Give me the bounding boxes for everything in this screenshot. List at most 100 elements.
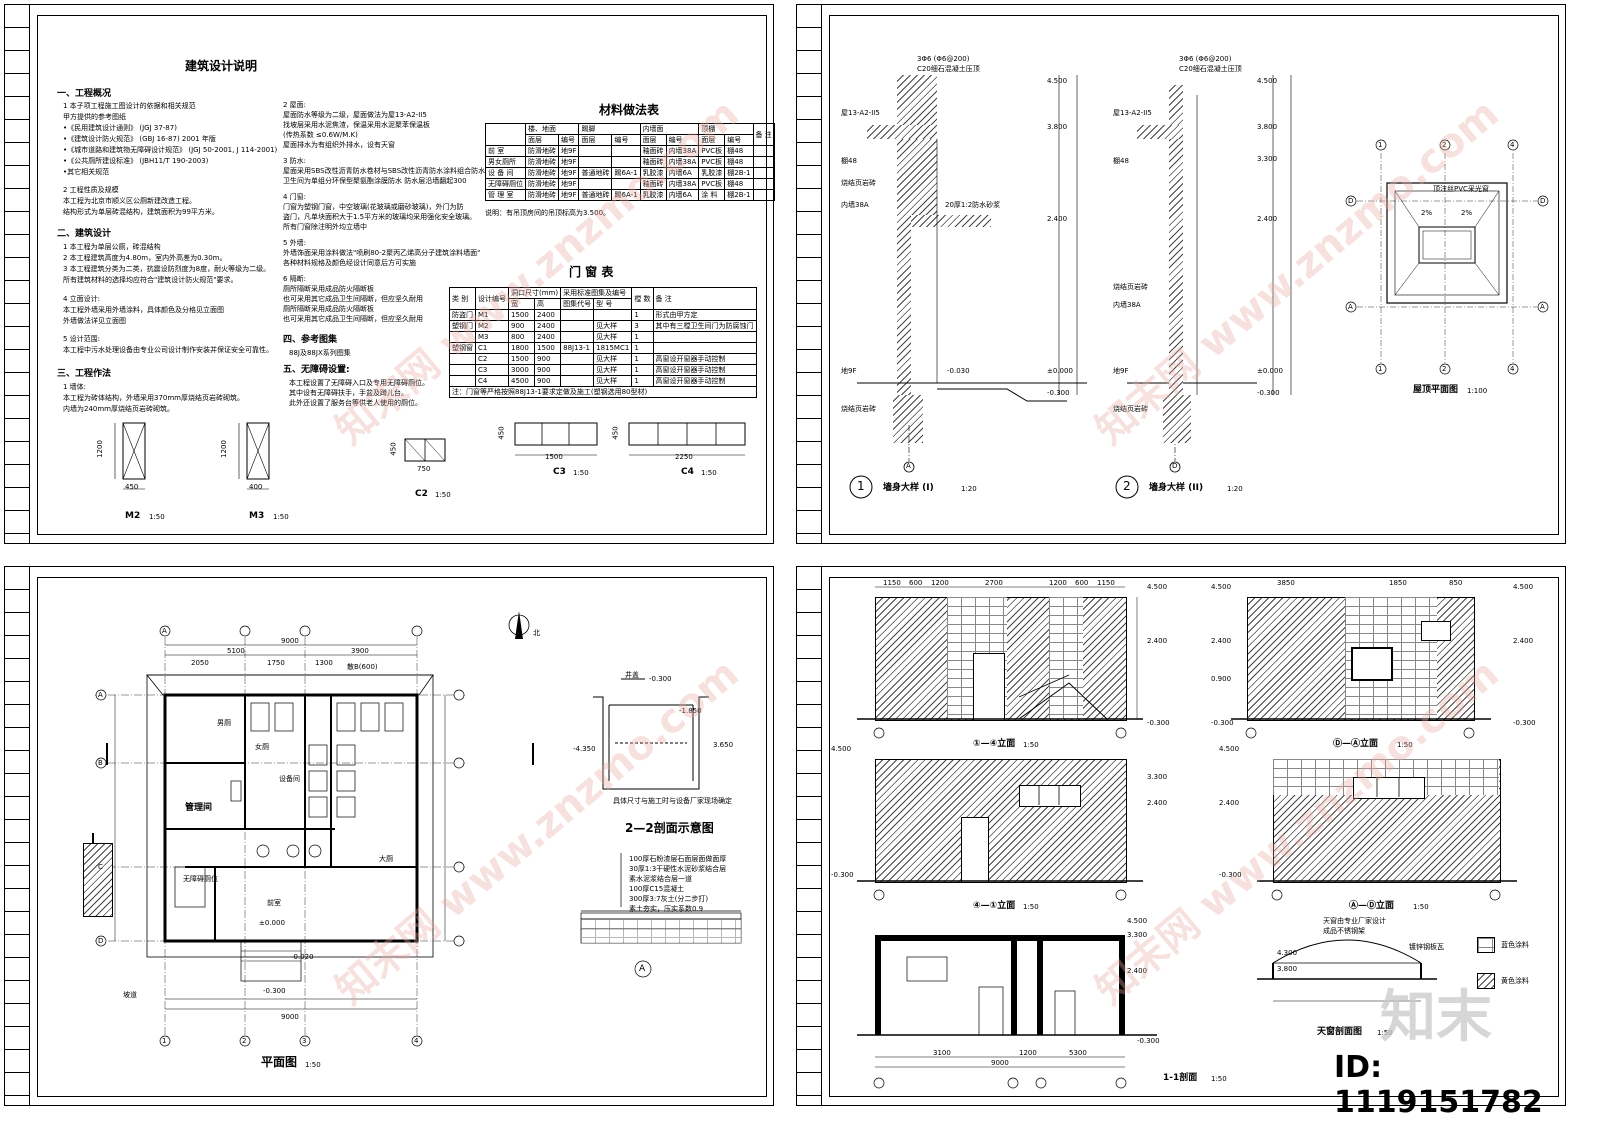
elevation-a-d-lines (1257, 777, 1517, 901)
c4-label: C4 (681, 467, 694, 477)
drawing-frame (37, 577, 767, 1097)
title-block-strip (797, 5, 822, 543)
table-cell: 管 理 室 (485, 189, 526, 201)
c2-label: C2 (415, 489, 428, 499)
wall-detail-1-lines (849, 75, 1292, 499)
elevation-4-1-title: ④—①立面 (973, 901, 1016, 911)
table-cell: 乳胶漆 (639, 189, 667, 201)
table-cell: 地9F (557, 189, 580, 201)
logo: 知末 (1380, 985, 1492, 1050)
skylight-section (1257, 939, 1437, 1002)
wall-detail-1-title: 墙身大样 (I) (883, 483, 934, 493)
ground-detail-hatch (581, 919, 741, 943)
id-label: ID: 1119151782 (1334, 1050, 1543, 1120)
section-4-heading: 四、参考图集 (283, 335, 338, 345)
room-label: 前室 (267, 899, 281, 907)
table-cell: 地9F (557, 156, 580, 168)
table-cell: 普通地砖 (578, 189, 613, 201)
elevation-d-a-window (1351, 647, 1393, 681)
section-3-heading: 三、工程作法 (57, 369, 112, 379)
elevation-a-d-title: Ⓐ—Ⓓ立面 (1349, 901, 1395, 911)
elevation-1-4-brick-panel (1049, 597, 1083, 719)
sheet-floor-plan: A A B C D 1 2 3 4 9000 5100 3900 2050 17… (4, 566, 774, 1106)
title-block-strip (5, 5, 30, 543)
drawing-frame (829, 577, 1559, 1097)
material-table: 楼、地面 踢脚 内墙面 顶棚 备 注 面层编号 面层编号 面层编号 面层编号 前… (485, 123, 775, 201)
elevation-1-4-lines (857, 586, 1143, 739)
room-label: 大厕 (379, 855, 393, 863)
table-cell: 1 (631, 331, 654, 343)
drawing-frame (829, 15, 1559, 535)
title-block-strip (5, 567, 30, 1105)
elevation-d-a-window-small (1421, 621, 1451, 641)
legend-yellow-swatch (1477, 973, 1495, 989)
elevation-4-1-high-windows (1019, 785, 1081, 807)
door-window-table-title: 门 窗 表 (569, 265, 614, 279)
section-2-2-title: 2—2剖面示意图 (625, 821, 714, 835)
room-label: 设备间 (279, 775, 300, 783)
table-cell (752, 189, 775, 201)
room-label: 管理间 (185, 803, 213, 813)
sheet1-title: 建筑设计说明 (185, 59, 258, 73)
table-cell: 踢6A-1 (611, 189, 641, 201)
wall-detail-2 (1169, 85, 1183, 395)
ramp (83, 843, 113, 917)
table-row: 注：门窗等严格按照88J13-1要求定做及施工(塑钢选用80型材) (449, 386, 757, 398)
room-label: 无障碍厕位 (183, 875, 218, 883)
section-5-heading: 五、无障碍设置: (283, 365, 350, 375)
sheet-elevations: 1150 600 1200 2700 1200 600 1150 4.500 2… (796, 566, 1566, 1106)
table-cell: 1 (631, 375, 654, 387)
roof-plan-title: 屋顶平面图 (1413, 385, 1459, 395)
floor-plan-drawing (92, 611, 742, 1047)
section-1-1-title: 1-1剖面 (1163, 1073, 1198, 1083)
elevation-1-4-title: ①—④立面 (973, 739, 1016, 749)
wall-detail-1-footing (893, 395, 923, 443)
north-label: 北 (533, 629, 540, 637)
elevation-d-a-lines (1231, 718, 1491, 739)
table-cell: 3 (631, 320, 654, 332)
m2-label: M2 (125, 511, 141, 521)
title-block-strip (797, 567, 822, 1105)
elevation-a-d-high-windows (1353, 777, 1425, 799)
table-row: 面层编号 面层编号 面层编号 面层编号 (486, 134, 775, 146)
material-table-title: 材料做法表 (599, 103, 660, 117)
wall-detail-1-slab (867, 125, 937, 139)
section-1-heading: 一、工程概况 (57, 89, 112, 99)
legend-blue-label: 蓝色涂料 (1501, 941, 1529, 949)
drawing-frame (37, 15, 767, 535)
skylight-section-title: 天窗剖面图 (1317, 1027, 1363, 1037)
wall-detail-1-parapet (897, 75, 937, 225)
wall-detail-2-slab (1137, 125, 1183, 139)
sheet-design-notes: 建筑设计说明 一、工程概况 1 本子项工程施工图设计的依据和相关规范 甲方提供的… (4, 4, 775, 544)
legend-blue-swatch (1477, 937, 1495, 953)
material-table-note: 说明：有吊顶房间的吊顶标高为3.500。 (485, 209, 611, 217)
legend-yellow-label: 黄色涂料 (1501, 977, 1529, 985)
elevation-4-1-wall (875, 759, 1127, 883)
door-window-table: 类 别 设计编号 洞口尺寸(mm) 采用标准图集及编号 樘 数 备 注 宽高 图… (449, 287, 757, 398)
floor-plan-title: 平面图 (261, 1055, 298, 1069)
roof-plan (1345, 139, 1549, 375)
c3-label: C3 (553, 467, 566, 477)
table-cell: 900 (534, 364, 562, 376)
elevation-d-a-title: Ⓓ—Ⓐ立面 (1333, 739, 1379, 749)
elevation-4-1-door (961, 817, 989, 883)
m3-label: M3 (249, 511, 265, 521)
sheet-wall-details: 3Φ6 (Φ6@200) C20细石混凝土压顶 屋13-A2-II5 棚48 烧… (796, 4, 1566, 544)
room-label: 男厕 (217, 719, 231, 727)
wall-detail-1-lintel (911, 215, 991, 227)
elevation-4-1-lines (857, 785, 1143, 901)
section-1-1 (857, 935, 1157, 1089)
wall-detail-2-title: 墙身大样 (II) (1149, 483, 1204, 493)
wall-detail-2-footing (1163, 395, 1191, 443)
door-m2-detail (114, 422, 746, 490)
section-2-heading: 二、建筑设计 (57, 229, 112, 239)
elevation-1-4-door (973, 653, 1005, 721)
